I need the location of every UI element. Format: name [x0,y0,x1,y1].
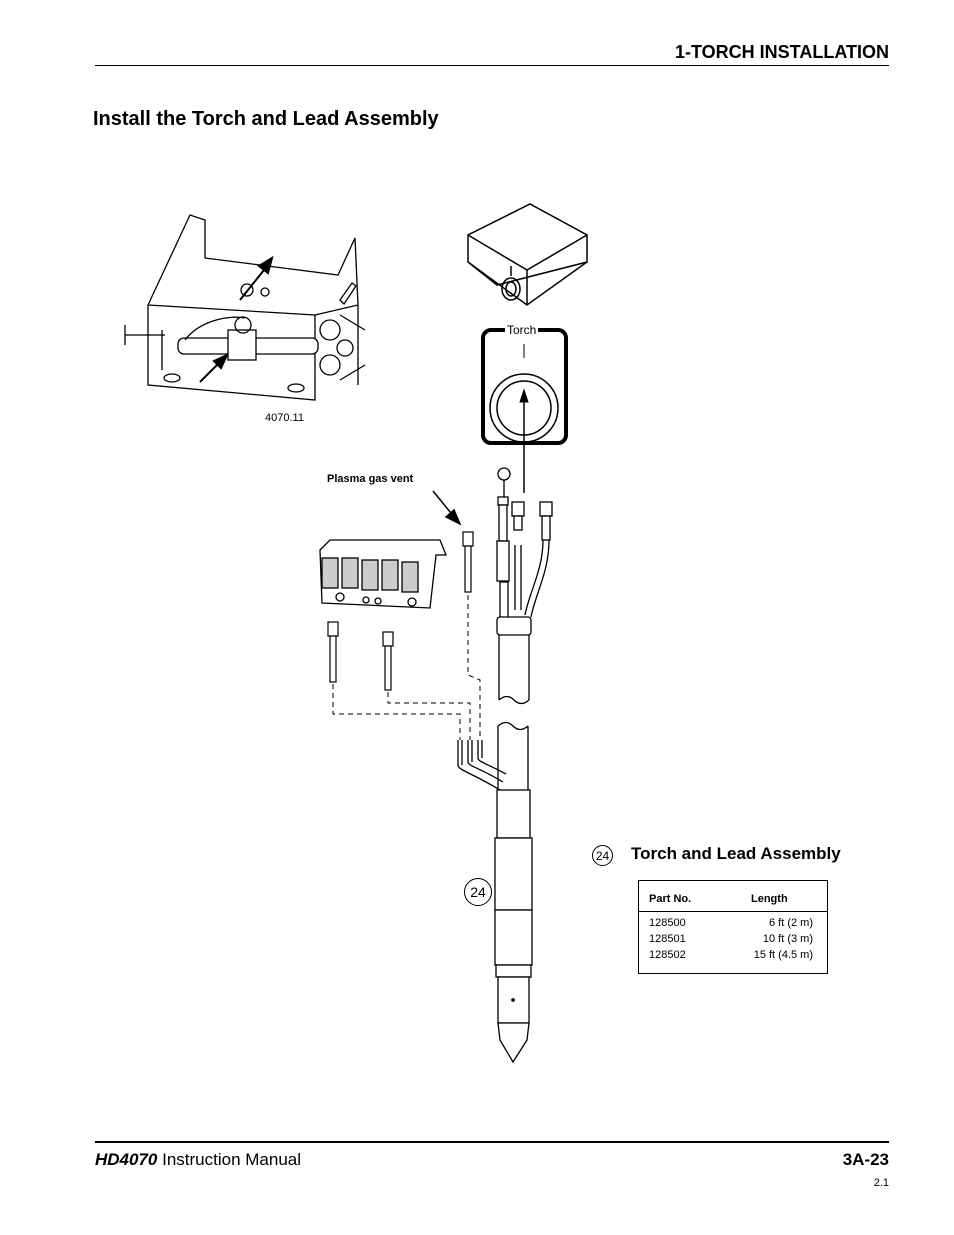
assembly-callout: 24 [592,845,613,866]
gas-fittings [327,531,474,691]
chassis-arrows [199,255,274,383]
torch-label: Torch [505,323,539,337]
table-row: 128500 6 ft (2 m) [639,917,827,933]
footer-rule [95,1141,889,1143]
table-row: 128501 10 ft (3 m) [639,933,827,949]
dashed-hose-routing [332,595,481,740]
header-rule [95,65,889,66]
plasma-gas-vent-label: Plasma gas vent [327,473,414,485]
gas-console [319,539,447,609]
part-number: 128501 [649,933,686,945]
torch-connector-detail [481,328,568,493]
section-header: 1-TORCH INSTALLATION [675,42,889,62]
part-number: 128502 [649,949,686,961]
figure-number: 4070.11 [265,412,304,424]
footer-manual-title: HD4070 Instruction Manual [95,1150,301,1170]
part-length: 10 ft (3 m) [762,933,813,945]
table-header-length: Length [751,893,788,905]
ignition-console-chassis [124,214,366,401]
hose-manifold [457,740,507,791]
footer-manual: Instruction Manual [162,1150,302,1169]
torch-receptacle-box [467,203,588,306]
table-header-part-no: Part No. [649,893,692,905]
page-number: 3A-23 [842,1150,889,1169]
table-row: 128502 15 ft (4.5 m) [639,949,827,965]
footer-model: HD4070 [95,1150,158,1169]
parts-table: Part No. Length 128500 6 ft (2 m) 128501… [638,880,828,974]
part-length: 15 ft (4.5 m) [753,949,813,961]
page-title: Install the Torch and Lead Assembly [93,108,439,130]
revision-number: 2.1 [873,1177,889,1189]
vent-arrow [432,490,462,526]
assembly-title: Torch and Lead Assembly [631,844,841,863]
part-number: 128500 [649,917,686,929]
part-length: 6 ft (2 m) [768,917,813,929]
table-header-rule [639,911,827,912]
torch-lead-top [496,467,553,705]
torch-lead-bottom [494,721,533,1064]
torch-callout: 24 [464,878,492,906]
